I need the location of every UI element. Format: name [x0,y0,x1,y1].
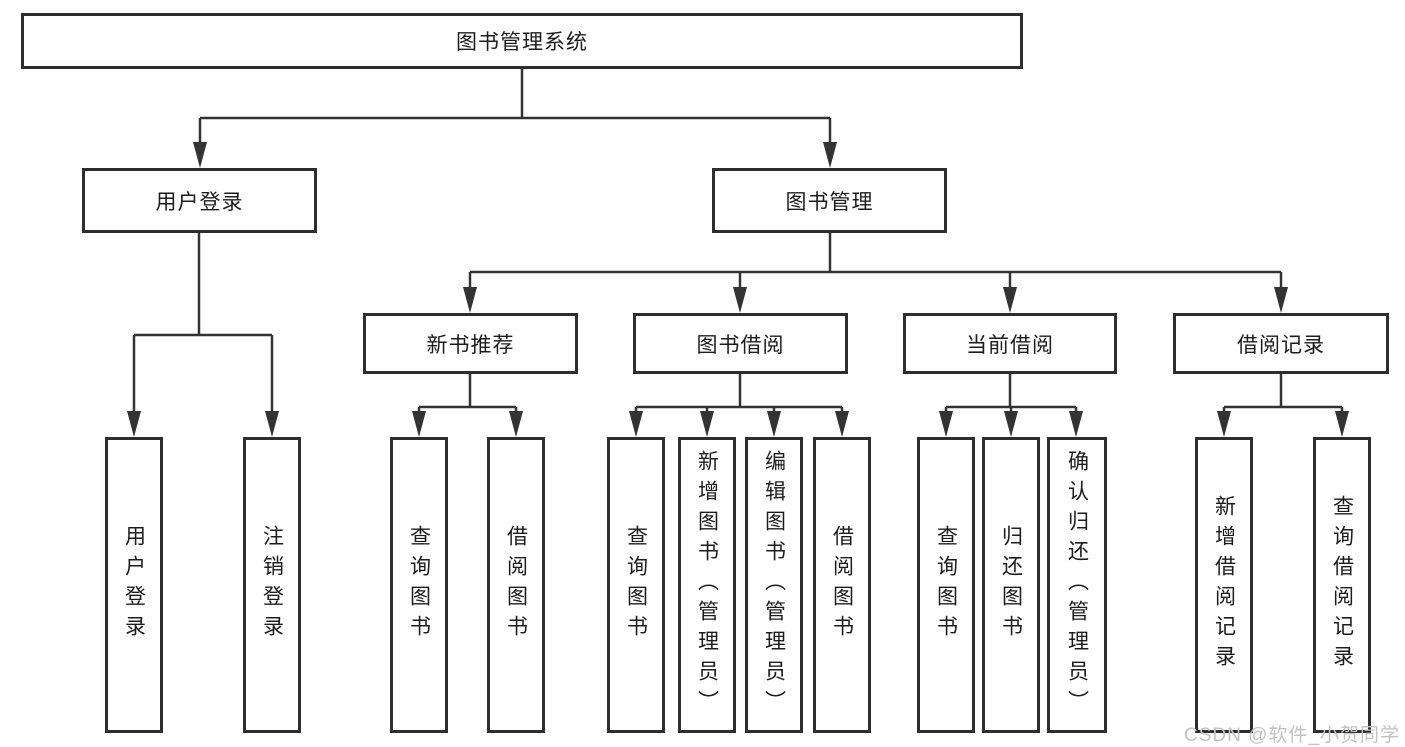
leaf-label: 用户登录 [122,525,146,645]
arrowhead [412,411,426,437]
arrowhead [629,411,643,437]
leaf-label: 新增借阅记录 [1212,495,1236,675]
leaf-label: 借阅图书 [830,525,854,645]
arrowhead [1335,411,1349,437]
arrowhead [767,411,781,437]
leaf-label: 编辑图书（管理员） [762,450,786,720]
leaf-label: 新增图书（管理员） [695,450,719,720]
leaf-label: 查询图书 [624,525,648,645]
leaf-confirm-return-admin: 确认归还（管理员） [1047,437,1107,733]
arrowhead [1004,411,1018,437]
arrowhead [823,142,837,168]
leaf-label: 借阅图书 [504,525,528,645]
connector-new-book-children [412,374,523,437]
node-user-login: 用户登录 [82,168,317,233]
node-book-management: 图书管理 [712,168,947,233]
leaf-query-borrow-record: 查询借阅记录 [1313,437,1371,733]
arrowhead [939,411,953,437]
arrowhead [265,411,279,437]
leaf-edit-books-admin: 编辑图书（管理员） [745,437,803,733]
node-root-library-system: 图书管理系统 [21,13,1023,69]
arrowhead [1217,411,1231,437]
arrowhead [835,411,849,437]
arrowhead [193,142,207,168]
arrowhead [1003,287,1017,313]
csdn-watermark: CSDN @软件_小贺同学 [1184,725,1400,746]
arrowhead [1274,287,1288,313]
node-book-borrowing: 图书借阅 [633,313,848,374]
arrowhead [463,287,477,313]
leaf-query-books: 查询图书 [917,437,975,733]
arrowhead [733,287,747,313]
node-current-borrowing: 当前借阅 [903,313,1117,374]
leaf-user-login: 用户登录 [105,437,163,733]
arrowhead [700,411,714,437]
leaf-return-books: 归还图书 [982,437,1040,733]
leaf-add-borrow-record: 新增借阅记录 [1195,437,1253,733]
connector-book-borrow-children [629,374,849,437]
leaf-label: 查询图书 [407,525,431,645]
leaf-label: 查询借阅记录 [1330,495,1354,675]
connector-current-borrow-children [939,374,1083,437]
connector-book-mgmt-children [463,233,1288,313]
connector-root-to-level2 [193,69,837,168]
node-borrowing-records: 借阅记录 [1173,313,1389,374]
leaf-logout: 注销登录 [243,437,301,733]
leaf-label: 归还图书 [999,525,1023,645]
leaf-add-books-admin: 新增图书（管理员） [678,437,736,733]
leaf-label: 确认归还（管理员） [1065,450,1089,720]
leaf-label: 查询图书 [934,525,958,645]
arrowhead [509,411,523,437]
connector-borrow-record-children [1217,374,1349,437]
connector-user-login-children [127,233,279,437]
leaf-borrow-books: 借阅图书 [487,437,545,733]
leaf-borrow-books: 借阅图书 [813,437,871,733]
leaf-label: 注销登录 [260,525,284,645]
leaf-query-books: 查询图书 [390,437,448,733]
node-new-book-recommend: 新书推荐 [363,313,578,374]
leaf-query-books: 查询图书 [607,437,665,733]
arrowhead [127,411,141,437]
arrowhead [1069,411,1083,437]
